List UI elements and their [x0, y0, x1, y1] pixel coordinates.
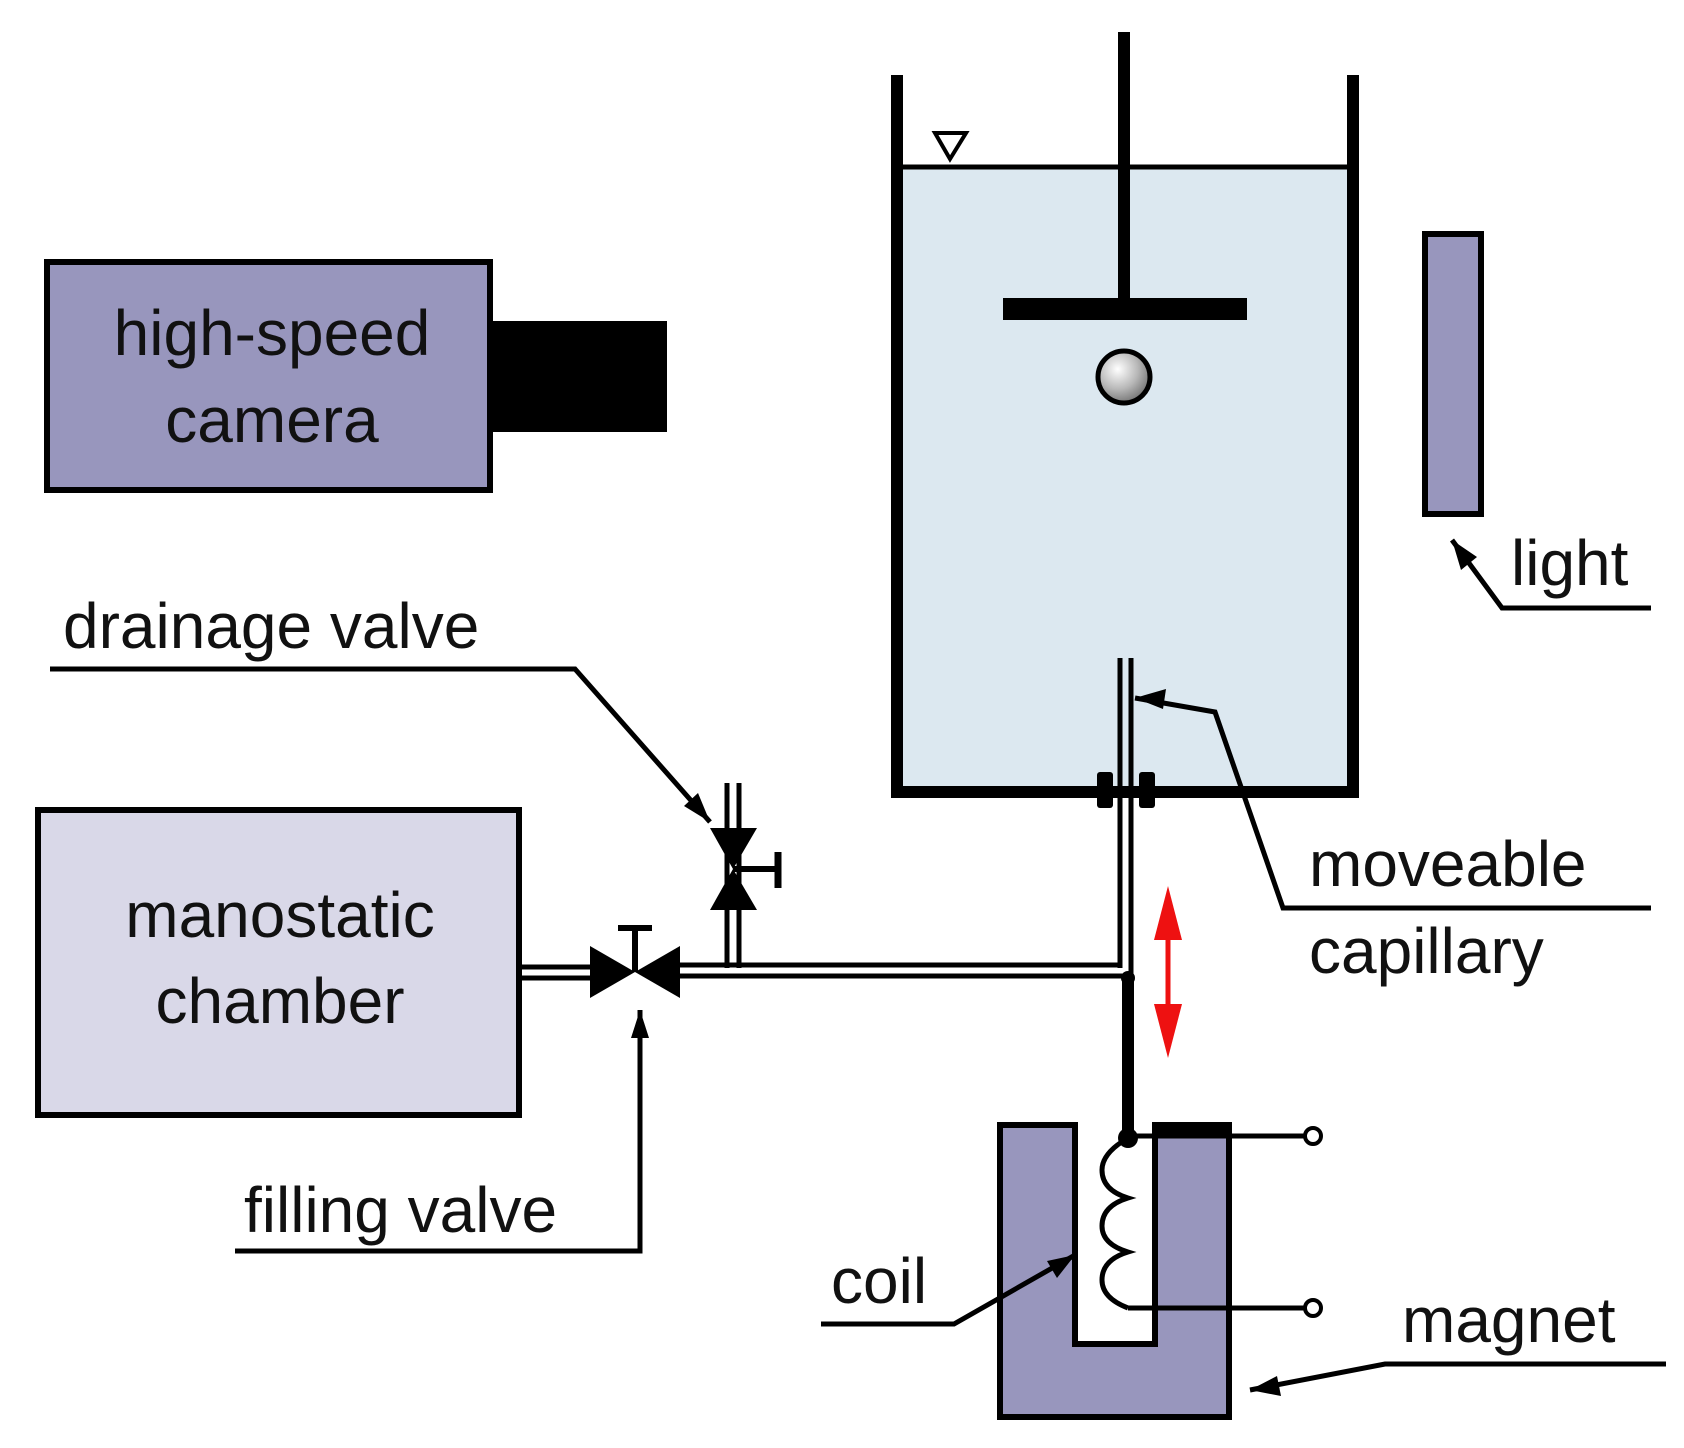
capillary-seal-right	[1139, 772, 1155, 808]
chamber-label-line1: manostatic	[125, 879, 434, 951]
filling-valve-label: filling valve	[244, 1174, 557, 1246]
particle-icon	[1095, 348, 1153, 406]
leader-capillary	[1134, 695, 1651, 911]
capillary-seal-left	[1097, 772, 1113, 808]
water-tank	[891, 32, 1359, 975]
capillary-label-line1: moveable	[1309, 828, 1587, 900]
leader-arrowheads	[631, 540, 1477, 1396]
tank-wall	[891, 75, 1359, 798]
light-label: light	[1511, 527, 1629, 599]
leader-filling-valve	[235, 1010, 643, 1254]
terminal-bottom-icon	[1303, 1298, 1323, 1318]
coil-icon	[1099, 1126, 1323, 1318]
camera-label-line1: high-speed	[114, 297, 431, 369]
holder-plate	[1003, 298, 1247, 320]
drainage-valve-icon	[710, 828, 782, 910]
camera-lens	[490, 321, 667, 432]
magnet-label: magnet	[1402, 1284, 1616, 1356]
drainage-valve-label: drainage valve	[63, 590, 479, 662]
piping	[519, 783, 1138, 1148]
filling-valve-icon	[590, 925, 680, 998]
leader-magnet	[1249, 1361, 1666, 1393]
capillary-label-line2: capillary	[1309, 915, 1544, 987]
terminal-top-icon	[1303, 1126, 1323, 1146]
motion-arrow-icon	[1154, 886, 1182, 1058]
camera-label-line2: camera	[165, 384, 379, 456]
leader-lines	[50, 538, 1666, 1393]
leader-coil	[821, 1252, 1077, 1327]
high-speed-camera	[44, 259, 667, 493]
manostatic-chamber	[35, 807, 522, 1118]
chamber-label-line2: chamber	[156, 965, 405, 1037]
leader-drainage-valve	[50, 666, 712, 824]
coil-label: coil	[831, 1245, 927, 1317]
light-source	[1422, 231, 1484, 517]
magnet	[997, 1122, 1232, 1420]
magnet-top-cap	[1155, 1123, 1229, 1135]
water-level-icon	[931, 131, 970, 163]
camera-body	[44, 259, 493, 493]
